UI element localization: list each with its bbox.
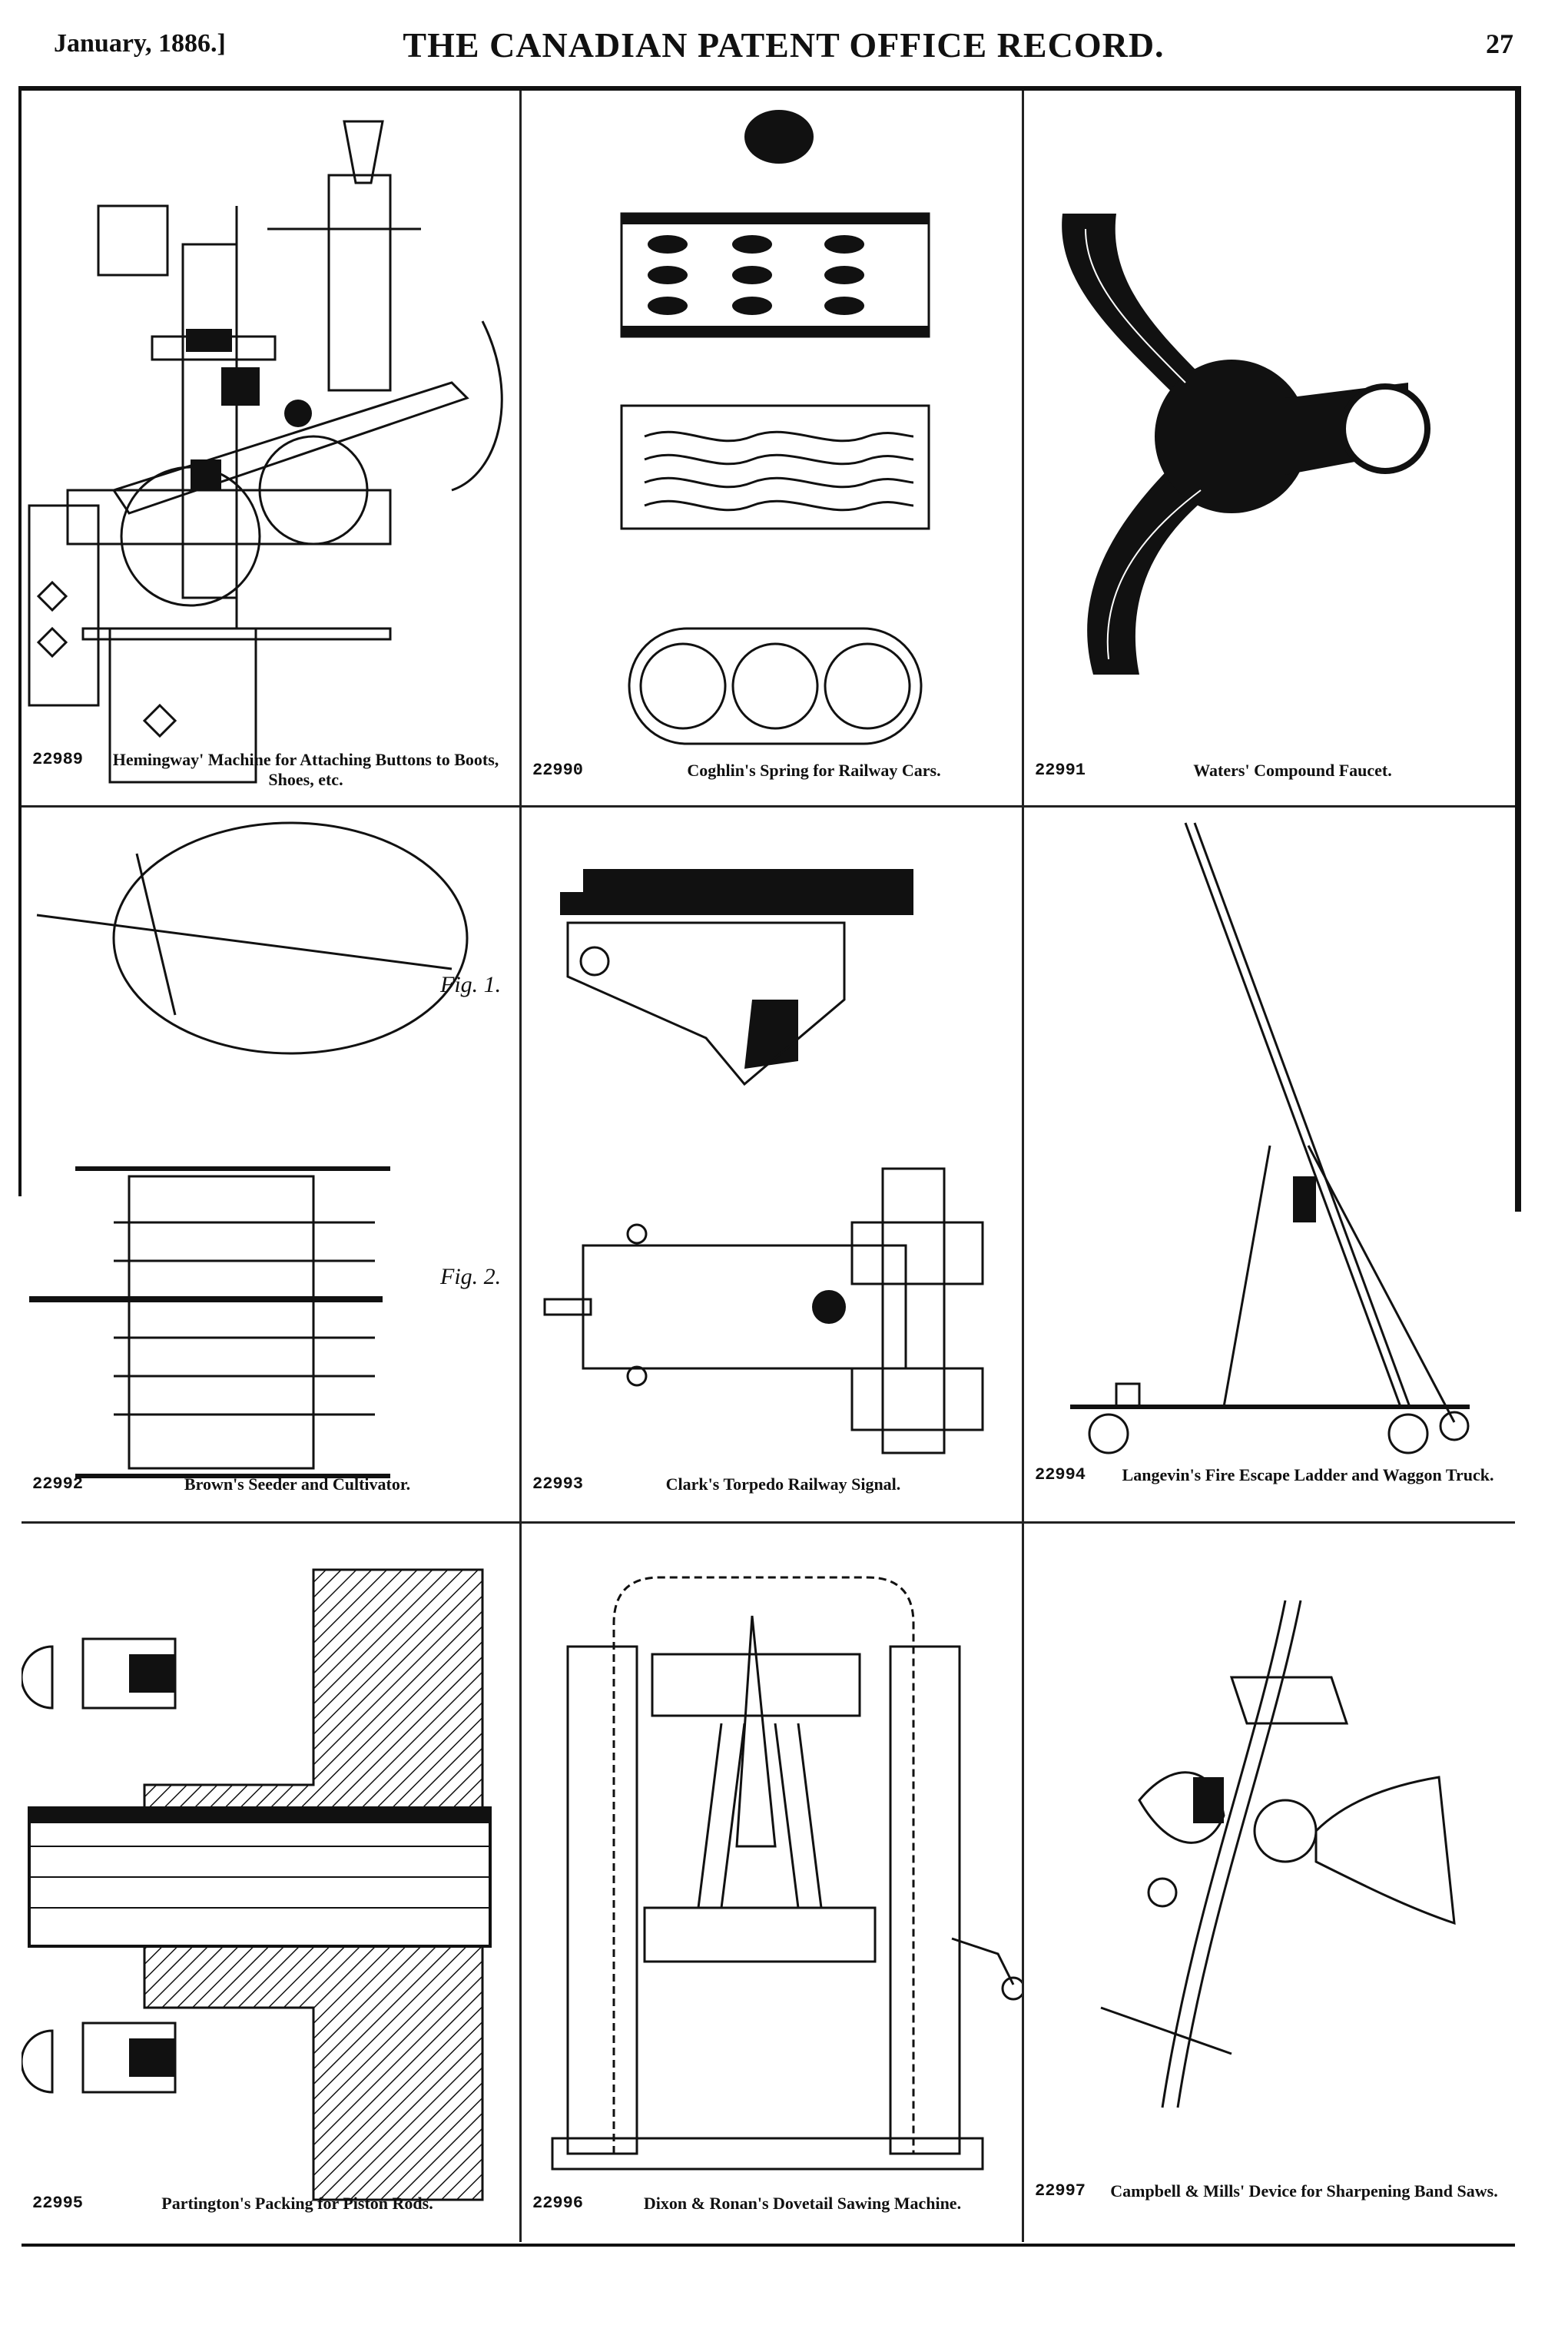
machine-illustration (28, 120, 503, 784)
frame-left-edge (18, 86, 22, 1196)
patent-title: Langevin's Fire Escape Ladder and Waggon… (1122, 1465, 1494, 1484)
patent-number: 22989 (32, 750, 84, 769)
patent-cell-22993: 22993 Clark's Torpedo Railway Signal. (522, 808, 1022, 1521)
page-header: January, 1886.] THE CANADIAN PATENT OFFI… (46, 23, 1521, 77)
frame-right-edge (1515, 86, 1521, 1212)
patent-title: Partington's Packing for Piston Rods. (161, 2194, 433, 2213)
publication-title: THE CANADIAN PATENT OFFICE RECORD. (403, 25, 1165, 65)
patent-cell-22996: 22996 Dixon & Ronan's Dovetail Sawing Ma… (522, 1524, 1022, 2242)
patent-title: Clark's Torpedo Railway Signal. (665, 1474, 901, 1494)
grid-divider-row2 (22, 1521, 1515, 1524)
patent-number: 22991 (1035, 761, 1086, 780)
fig-label-2: Fig. 2. (439, 1264, 501, 1289)
patent-cell-22995: 22995 Partington's Packing for Piston Ro… (22, 1524, 519, 2242)
page-frame (18, 86, 1520, 2276)
patent-cell-22990: 22990 Coghlin's Spring for Railway Cars. (522, 91, 1022, 805)
patent-number: 22997 (1035, 2181, 1086, 2201)
patent-number: 22996 (532, 2194, 584, 2213)
grid-divider-col1 (519, 91, 522, 2242)
signal-illustration (543, 869, 984, 1454)
patent-title: Coghlin's Spring for Railway Cars. (687, 761, 941, 780)
patent-title: Campbell & Mills' Device for Sharpening … (1110, 2181, 1498, 2201)
patent-number: 22990 (532, 761, 584, 780)
patent-cell-22997: 22997 Campbell & Mills' Device for Sharp… (1024, 1524, 1515, 2242)
patent-number: 22994 (1035, 1465, 1086, 1484)
patent-number: 22993 (532, 1474, 584, 1494)
faucet-illustration (1062, 214, 1430, 675)
patent-cell-22989: 22989 Hemingway' Machine for Attaching B… (22, 91, 519, 805)
page-number: 27 (1486, 28, 1513, 59)
fire-escape-illustration (1070, 822, 1470, 1454)
patent-cell-22994: 22994 Langevin's Fire Escape Ladder and … (1024, 808, 1515, 1521)
patent-title: Waters' Compound Faucet. (1193, 761, 1392, 780)
patent-title: Brown's Seeder and Cultivator. (184, 1474, 411, 1494)
bottom-rule (22, 2244, 1515, 2247)
grid-divider-col2 (1022, 91, 1024, 2242)
seeder-illustration: Fig. 1. Fig. 2. (29, 821, 501, 1478)
patent-title: Hemingway' Machine for Attaching Buttons… (112, 750, 499, 789)
patent-cell-22992: Fig. 1. Fig. 2. 22992 Brown's Seeder and… (22, 808, 519, 1521)
packing-illustration (22, 1568, 492, 2201)
patent-number: 22992 (32, 1474, 84, 1494)
patent-number: 22995 (32, 2194, 84, 2213)
spring-illustration (620, 110, 930, 745)
issue-date: January, 1886.] (54, 29, 226, 58)
patent-title: Dixon & Ronan's Dovetail Sawing Machine. (643, 2194, 962, 2213)
sawing-machine-illustration (551, 1576, 1022, 2171)
patent-cell-22991: 22991 Waters' Compound Faucet. (1024, 91, 1515, 805)
fig-label-1: Fig. 1. (439, 972, 501, 997)
grid-divider-row1 (22, 805, 1515, 808)
saw-sharpening-illustration (1100, 1600, 1456, 2108)
